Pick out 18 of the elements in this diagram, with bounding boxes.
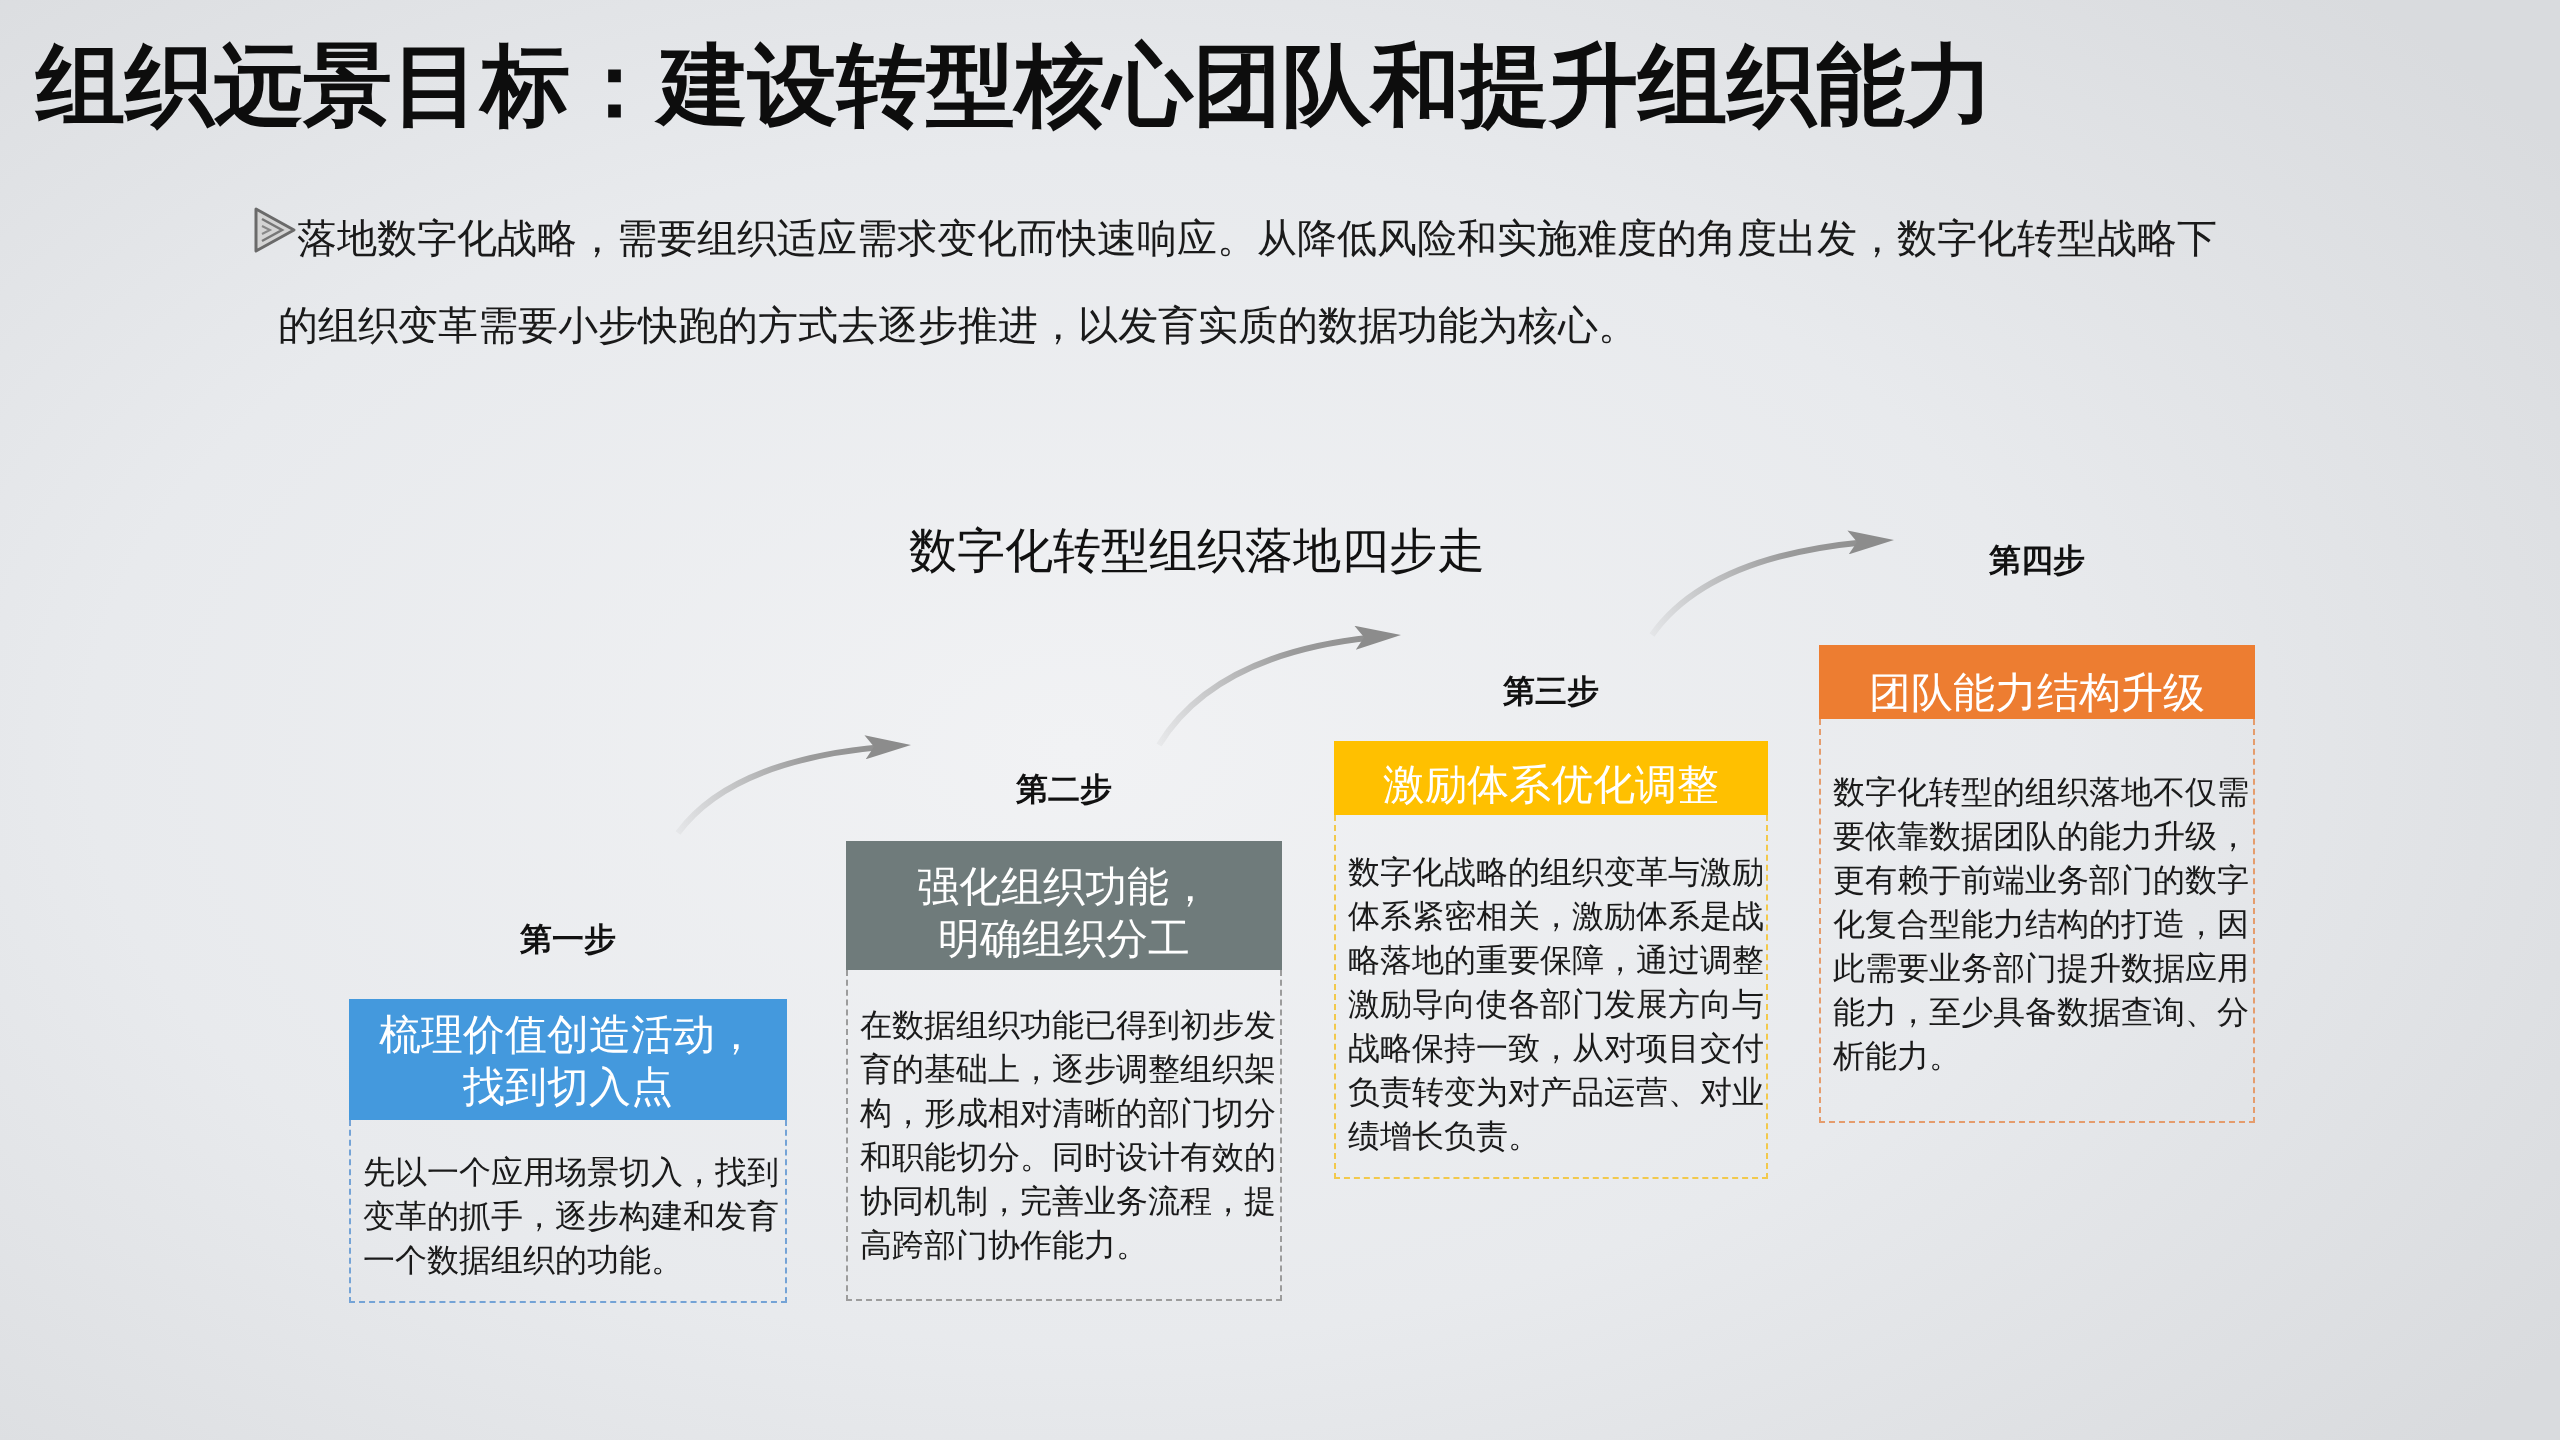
diagram-heading: 数字化转型组织落地四步走	[909, 521, 1485, 580]
step-label: 第二步	[1016, 769, 1112, 809]
curved-arrow	[1649, 531, 1895, 637]
step-header: 强化组织功能，明确组织分工	[846, 841, 1282, 970]
step-label: 第三步	[1503, 671, 1599, 711]
slide-title: 组织远景目标：建设转型核心团队和提升组织能力	[36, 31, 1994, 139]
step-label: 第四步	[1989, 540, 2085, 580]
step-header: 团队能力结构升级	[1819, 645, 2255, 719]
curved-arrow	[1156, 626, 1402, 747]
description-box: 数字化转型的组织落地不仅需要依靠数据团队的能力升级，更有赖于前端业务部门的数字化复合型能力结构的打造，因此需要业务部门提升数据应用能力，至少具备数据查询、分析能力。	[1819, 719, 2255, 1123]
step-header: 梳理价值创造活动，找到切入点	[349, 999, 787, 1120]
curved-arrow	[675, 736, 912, 835]
intro-paragraph: 落地数字化战略，需要组织适应需求变化而快速响应。从降低风险和实施难度的角度出发，数字化转型战略下的组织变革需要小步快跑的方式去逐步推进，以发育实质的数据功能为核心。	[278, 214, 2218, 350]
description-box: 先以一个应用场景切入，找到变革的抓手，逐步构建和发育一个数据组织的功能。	[349, 1120, 787, 1303]
step-header: 激励体系优化调整	[1334, 741, 1768, 815]
description-box: 数字化战略的组织变革与激励体系紧密相关，激励体系是战略落地的重要保障，通过调整激励导向使各部门发展方向与战略保持一致，从对项目交付负责转变为对产品运营、对业绩增长负责。	[1334, 815, 1768, 1179]
step-label: 第一步	[520, 919, 616, 959]
description-box: 在数据组织功能已得到初步发育的基础上，逐步调整组织架构，形成相对清晰的部门切分和职能切分。同时设计有效的协同机制，完善业务流程，提高跨部门协作能力。	[846, 970, 1282, 1301]
